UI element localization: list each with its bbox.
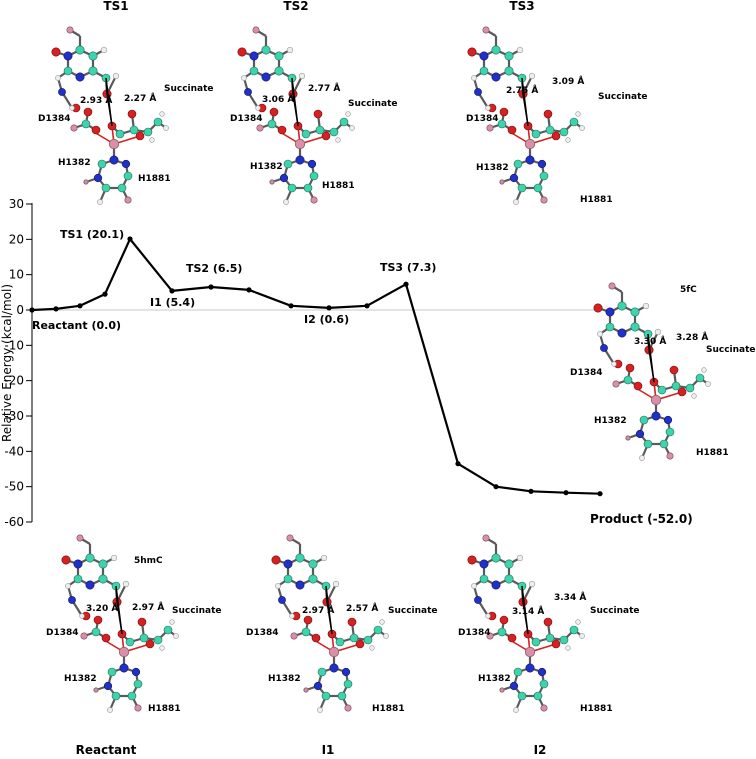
succinate-label: Succinate (348, 99, 398, 109)
h1382-label: H1382 (64, 674, 97, 684)
structure-product: 5fC 3.30 Å 3.28 Å Succinate D1384 H1382 … (570, 281, 756, 462)
y-tick-label: 0 (16, 303, 24, 317)
distance-1: 2.97 Å (302, 605, 334, 616)
h1881-label: H1881 (148, 704, 181, 714)
label-ts3: TS3 (7.3) (380, 261, 436, 274)
label-product: Product (-52.0) (590, 512, 693, 526)
structure-ts3: TS3 2.75 Å 3.09 Å Succinate D1384 H1382 … (466, 0, 648, 206)
distance-2: 3.09 Å (552, 76, 584, 87)
y-tick-group: 30 20 10 0 -10 -20 -30 -40 -50 -60 (4, 197, 32, 529)
distance-1: 2.93 Å (80, 95, 112, 106)
structure-ts1: TS1 2.93 Å 2.27 Å Succinate D1384 H1382 … (38, 0, 214, 206)
energy-point (77, 303, 83, 309)
h1881-label: H1881 (372, 704, 405, 714)
d1384-label: D1384 (38, 114, 71, 124)
label-i1: I1 (5.4) (150, 296, 195, 309)
y-tick-label: -40 (4, 444, 24, 458)
succinate-label: Succinate (172, 606, 222, 616)
energy-point (53, 306, 59, 312)
h1382-label: H1382 (476, 163, 509, 173)
y-tick-label: 20 (9, 232, 24, 246)
h1881-label: H1881 (322, 181, 355, 191)
energy-point (493, 484, 499, 490)
label-i2: I2 (0.6) (304, 313, 349, 326)
d1384-label: D1384 (230, 114, 263, 124)
label-ts2: TS2 (6.5) (186, 262, 242, 275)
h1382-label: H1382 (268, 674, 301, 684)
label-ts1: TS1 (20.1) (60, 228, 124, 241)
y-tick-label: -10 (4, 338, 24, 352)
energy-point (403, 281, 409, 287)
structure-reactant: 5hmC 3.20 Å 2.97 Å Succinate D1384 H1382… (46, 533, 222, 757)
energy-point (364, 303, 370, 309)
energy-chart: 30 20 10 0 -10 -20 -30 -40 -50 -60 Relative Energ… (0, 197, 693, 529)
distance-2: 3.28 Å (676, 332, 708, 343)
h1382-label: H1382 (594, 416, 627, 426)
y-tick-label: -60 (4, 515, 24, 529)
distance-2: 2.57 Å (346, 603, 378, 614)
succinate-label: Succinate (164, 84, 214, 94)
label-reactant: Reactant (0.0) (32, 319, 121, 332)
structure-title: TS1 (103, 0, 128, 13)
distance-2: 2.97 Å (132, 602, 164, 613)
h1382-label: H1382 (250, 162, 283, 172)
energy-points (29, 236, 603, 497)
energy-profile-line (31, 237, 601, 495)
substrate-label: 5hmC (134, 556, 163, 566)
distance-1: 3.06 Å (262, 94, 294, 105)
succinate-label: Succinate (598, 92, 648, 102)
distance-1: 3.20 Å (86, 603, 118, 614)
energy-point (326, 305, 332, 311)
structure-i1: 2.97 Å 2.57 Å Succinate D1384 H1382 H188… (246, 533, 438, 757)
structure-title: Reactant (76, 743, 137, 757)
h1881-label: H1881 (138, 174, 171, 184)
distance-2: 2.77 Å (308, 83, 340, 94)
d1384-label: D1384 (570, 368, 603, 378)
h1382-label: H1382 (58, 158, 91, 168)
d1384-label: D1384 (246, 628, 279, 638)
energy-point (455, 461, 461, 467)
energy-point (29, 307, 35, 313)
structure-title: TS3 (509, 0, 534, 13)
y-tick-label: 10 (9, 268, 24, 282)
energy-point (528, 488, 534, 494)
substrate-label: 5fC (680, 285, 697, 295)
h1881-label: H1881 (580, 195, 613, 205)
energy-point (127, 236, 133, 242)
distance-1: 3.30 Å (634, 336, 666, 347)
d1384-label: D1384 (466, 114, 499, 124)
succinate-label: Succinate (706, 345, 756, 355)
succinate-label: Succinate (388, 606, 438, 616)
y-tick-label: -20 (4, 374, 24, 388)
distance-1: 2.75 Å (506, 85, 538, 96)
structure-title: TS2 (283, 0, 308, 13)
energy-point (208, 284, 214, 290)
d1384-label: D1384 (458, 628, 491, 638)
energy-point (288, 303, 294, 309)
y-axis-label: Relative Energy (kcal/mol) (0, 284, 14, 442)
structure-title: I1 (322, 743, 335, 757)
structure-title: I2 (534, 743, 547, 757)
h1382-label: H1382 (478, 674, 511, 684)
h1881-label: H1881 (580, 704, 613, 714)
distance-1: 3.14 Å (512, 606, 544, 617)
d1384-label: D1384 (46, 628, 79, 638)
energy-point (246, 287, 252, 293)
distance-2: 2.27 Å (124, 93, 156, 104)
y-tick-label: -50 (4, 480, 24, 494)
energy-point (169, 288, 175, 294)
h1881-label: H1881 (696, 448, 729, 458)
energy-point (102, 291, 108, 297)
energy-point (597, 491, 603, 497)
energy-point (563, 490, 569, 496)
structure-i2: 3.14 Å 3.34 Å Succinate D1384 H1382 H188… (458, 533, 640, 757)
structure-ts2: TS2 3.06 Å 2.77 Å Succinate D1384 H1382 … (230, 0, 398, 206)
distance-2: 3.34 Å (554, 592, 586, 603)
succinate-label: Succinate (590, 606, 640, 616)
y-tick-label: -30 (4, 409, 24, 423)
y-tick-label: 30 (9, 197, 24, 211)
